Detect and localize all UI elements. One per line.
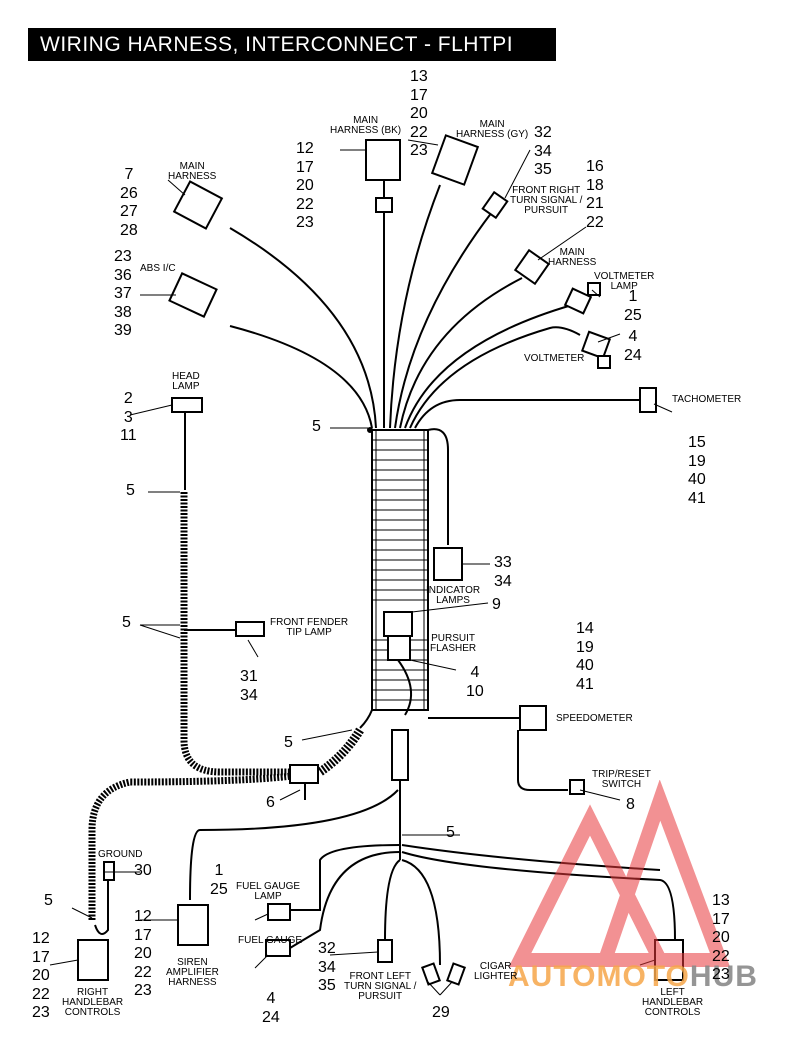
siren-connector (177, 904, 209, 946)
right-controls-connector (77, 939, 109, 981)
callout-clip-harness-top: 5 (312, 418, 321, 435)
label-tachometer: TACHOMETER (672, 394, 742, 405)
title-bar: WIRING HARNESS, INTERCONNECT - FLHTPI (28, 28, 556, 61)
watermark-text: AUTOMOTOHUB (508, 960, 758, 993)
tachometer-connector (639, 387, 657, 413)
speedometer-connector (519, 705, 547, 731)
callout-clip-fender: 5 (122, 614, 131, 631)
label-speedometer: SPEEDOMETER (556, 713, 633, 724)
callout-clip-branch: 5 (446, 824, 455, 841)
label-abs-ic: ABS I/C (140, 263, 176, 274)
callout-clip-right-controls: 5 (44, 892, 53, 909)
indicator-lamps-connector (433, 547, 463, 581)
head-lamp-connector (171, 397, 203, 413)
callout-ground: 30 (134, 862, 152, 879)
label-ground: GROUND (98, 849, 143, 860)
callout-clip-lower: 5 (284, 734, 293, 751)
callout-cigar-lighter: 29 (432, 1004, 450, 1021)
label-fuel-gauge: FUEL GAUGE (238, 935, 303, 946)
label-voltmeter: VOLTMETER (524, 353, 585, 364)
callout-trip-reset: 8 (626, 796, 635, 813)
callout-clip-headlamp: 5 (126, 482, 135, 499)
callout-item-9: 9 (492, 596, 501, 613)
fender-lamp-connector (235, 621, 265, 637)
diagram-title: WIRING HARNESS, INTERCONNECT - FLHTPI (40, 33, 514, 56)
callout-item-6: 6 (266, 794, 275, 811)
